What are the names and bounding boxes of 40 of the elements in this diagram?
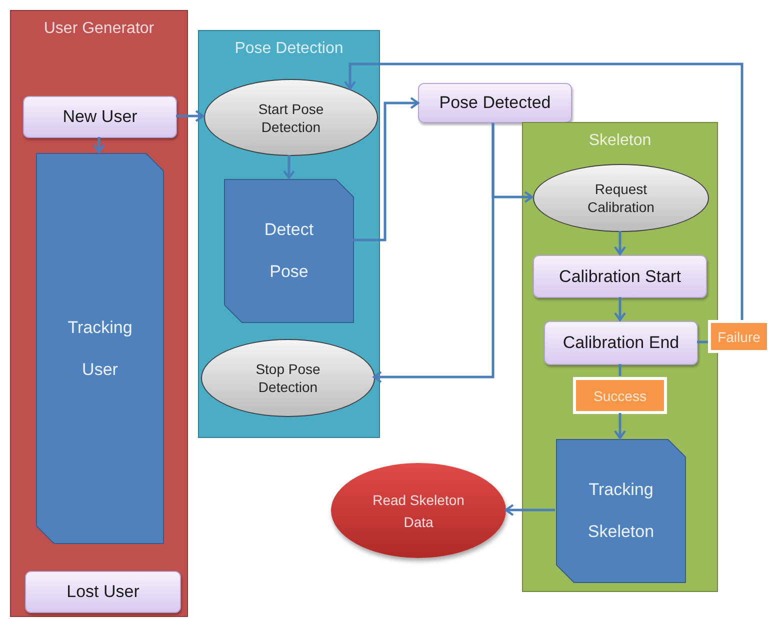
arrow	[372, 123, 494, 384]
document-shape	[224, 179, 354, 323]
arrow	[282, 155, 296, 180]
process-box	[544, 321, 698, 365]
box-label: Lost User	[66, 582, 140, 602]
process-box	[418, 83, 572, 123]
shape-label: Tracking User	[66, 316, 134, 380]
process-box	[25, 571, 181, 613]
group-panel	[522, 122, 718, 592]
arrow	[614, 297, 626, 322]
arrow	[353, 96, 420, 242]
box-label: Calibration End	[562, 333, 680, 353]
ellipse-label: Stop Pose Detection	[254, 360, 322, 396]
ellipse-label: Read Skeleton Data	[372, 490, 466, 532]
document-shape	[36, 153, 164, 544]
arrow	[92, 137, 106, 154]
tag-label: Success	[594, 388, 646, 404]
arrow	[344, 62, 744, 320]
box-label: Calibration Start	[559, 266, 681, 286]
panel-title: Pose Detection	[234, 39, 344, 59]
document-shape	[556, 439, 686, 583]
shape-label: Tracking Skeleton	[586, 479, 656, 543]
arrow	[176, 110, 204, 122]
group-panel	[198, 30, 380, 438]
shape-label: Detect Pose	[263, 219, 315, 283]
ellipse-label: Request Calibration	[586, 180, 656, 216]
status-tag	[573, 377, 667, 414]
arrow	[504, 504, 555, 516]
arrow	[614, 413, 626, 440]
group-panel	[10, 10, 188, 617]
process-box	[23, 96, 177, 138]
box-label: Pose Detected	[439, 93, 551, 113]
arrow	[614, 231, 626, 256]
process-box	[533, 255, 707, 298]
panel-title: Skeleton	[588, 131, 652, 151]
box-label: New User	[62, 107, 138, 127]
panel-title: User Generator	[44, 19, 154, 39]
ellipse-label: Start Pose Detection	[257, 100, 325, 136]
status-tag	[708, 320, 770, 353]
tag-label: Failure	[718, 328, 760, 344]
